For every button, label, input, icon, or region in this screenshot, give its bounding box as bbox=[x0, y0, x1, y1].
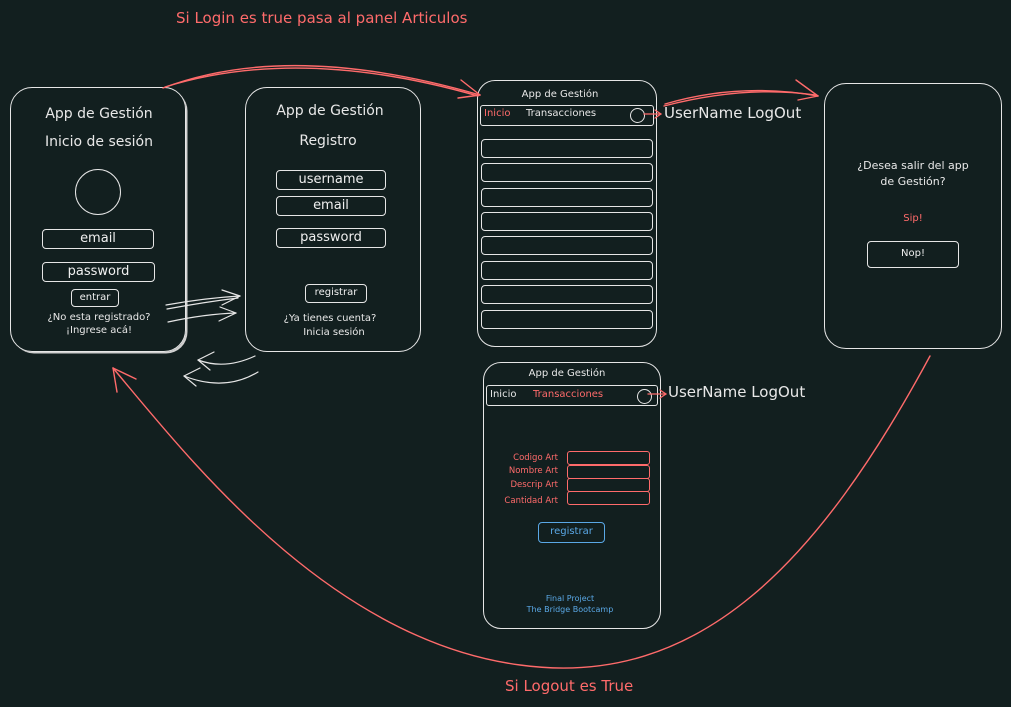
user-logout-icon[interactable] bbox=[630, 108, 645, 123]
username-logout-label-2: UserName LogOut bbox=[668, 383, 806, 401]
register-button[interactable]: registrar bbox=[305, 284, 367, 303]
register-to-login-arrows bbox=[183, 351, 259, 387]
user-icon-arrow-2 bbox=[647, 389, 667, 399]
transactions-screen: App de Gestión Inicio Transacciones Codi… bbox=[483, 362, 661, 629]
articles-to-logout-arrow bbox=[663, 79, 819, 107]
app-title: App de Gestión bbox=[45, 106, 153, 122]
login-screen: App de Gestión Inicio de sesión email pa… bbox=[10, 87, 186, 352]
field-label-cantidad: Cantidad Art bbox=[504, 496, 558, 506]
app-title: App de Gestión bbox=[528, 368, 606, 379]
nav-bar: Inicio Transacciones bbox=[486, 385, 658, 406]
register-link[interactable]: ¡Ingrese acá! bbox=[66, 325, 132, 336]
username-field[interactable]: username bbox=[276, 170, 386, 190]
yes-option[interactable]: Sip! bbox=[903, 213, 923, 224]
user-icon-arrow-1 bbox=[643, 109, 662, 119]
login-annotation: Si Login es true pasa al panel Articulos bbox=[176, 9, 468, 27]
login-link[interactable]: Inicia sesión bbox=[303, 327, 365, 338]
logout-question-1: ¿Desea salir del app bbox=[857, 159, 969, 172]
articles-screen: App de Gestión Inicio Transacciones bbox=[477, 80, 657, 347]
article-row[interactable] bbox=[481, 236, 653, 255]
article-row[interactable] bbox=[481, 188, 653, 207]
password-field[interactable]: password bbox=[276, 228, 386, 248]
login-subtitle: Inicio de sesión bbox=[45, 134, 153, 150]
article-row[interactable] bbox=[481, 163, 653, 182]
nav-transacciones[interactable]: Transacciones bbox=[526, 108, 597, 119]
app-title: App de Gestión bbox=[276, 103, 384, 119]
register-screen: App de Gestión Registro username email p… bbox=[245, 87, 421, 352]
footer-line2: The Bridge Bootcamp bbox=[526, 605, 614, 614]
username-logout-label: UserName LogOut bbox=[664, 104, 802, 122]
nav-bar: Inicio Transacciones bbox=[480, 105, 654, 126]
article-row[interactable] bbox=[481, 212, 653, 231]
email-field[interactable]: email bbox=[276, 196, 386, 216]
article-row[interactable] bbox=[481, 310, 653, 329]
nav-inicio[interactable]: Inicio bbox=[490, 389, 517, 400]
register-subtitle: Registro bbox=[299, 133, 357, 149]
nav-inicio[interactable]: Inicio bbox=[484, 108, 511, 119]
field-label-nombre: Nombre Art bbox=[508, 466, 558, 476]
password-field[interactable]: password bbox=[42, 262, 155, 282]
article-row[interactable] bbox=[481, 139, 653, 158]
cantidad-input[interactable] bbox=[567, 491, 650, 505]
login-to-articles-arrow bbox=[162, 64, 481, 99]
user-logout-icon[interactable] bbox=[637, 389, 652, 404]
logout-screen: ¿Desea salir del app de Gestión? Sip! No… bbox=[824, 83, 1002, 349]
no-button[interactable]: Nop! bbox=[867, 241, 959, 268]
login-prompt: ¿Ya tienes cuenta? bbox=[283, 313, 377, 324]
app-title: App de Gestión bbox=[521, 89, 599, 100]
register-button[interactable]: registrar bbox=[538, 522, 605, 543]
codigo-input[interactable] bbox=[567, 451, 650, 465]
nav-transacciones[interactable]: Transacciones bbox=[533, 389, 604, 400]
register-prompt: ¿No esta registrado? bbox=[47, 312, 151, 323]
login-to-register-arrows bbox=[165, 289, 241, 323]
footer-line1: Final Project bbox=[545, 594, 595, 603]
email-field[interactable]: email bbox=[42, 229, 154, 249]
logout-question-2: de Gestión? bbox=[880, 175, 946, 188]
field-label-codigo: Codigo Art bbox=[513, 453, 558, 463]
logout-to-login-arrow bbox=[112, 355, 931, 669]
field-label-descrip: Descrip Art bbox=[510, 480, 558, 490]
enter-button[interactable]: entrar bbox=[71, 289, 119, 307]
article-row[interactable] bbox=[481, 261, 653, 280]
logout-annotation: Si Logout es True bbox=[505, 677, 634, 695]
avatar-circle bbox=[75, 169, 121, 215]
article-row[interactable] bbox=[481, 285, 653, 304]
